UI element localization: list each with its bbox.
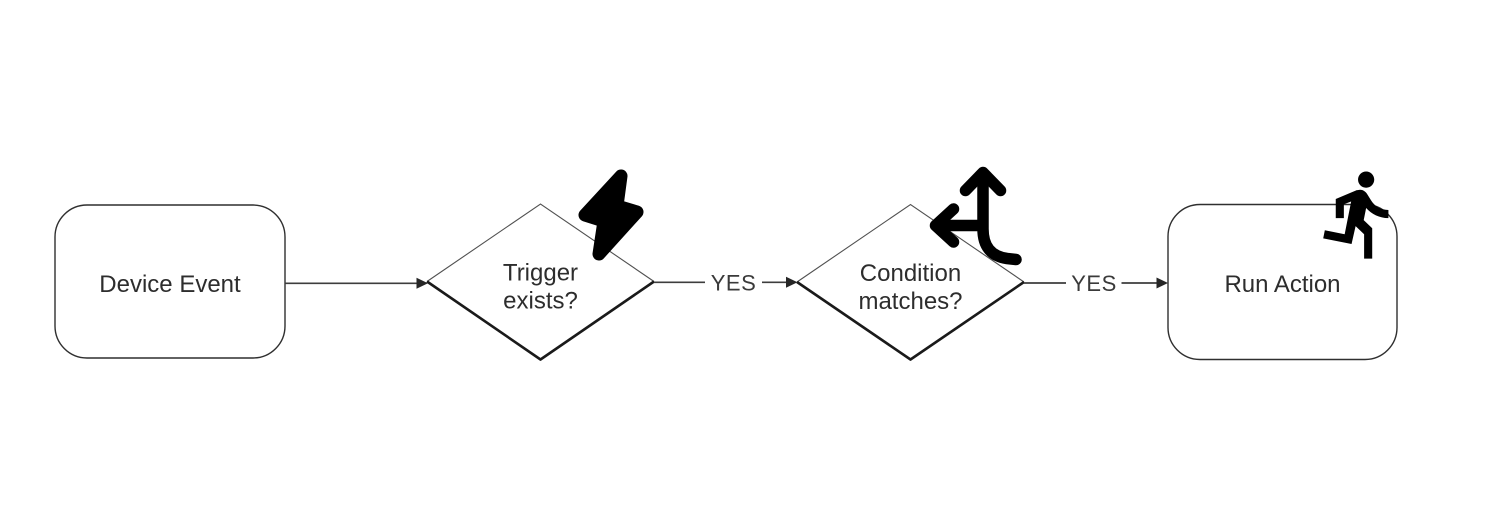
condition-diamond-top-edges bbox=[796, 203, 1025, 283]
edge-condition-to-action: YES bbox=[1024, 271, 1168, 296]
trigger-label-line1: Trigger bbox=[503, 260, 578, 287]
run-action-label: Run Action bbox=[1224, 271, 1340, 298]
trigger-diamond-top-edges bbox=[426, 203, 655, 282]
directions-fork-icon bbox=[929, 166, 1022, 266]
edge-trigger-to-condition: YES bbox=[654, 271, 798, 296]
condition-diamond-bottom-edges bbox=[796, 280, 1025, 361]
trigger-label-line2: exists? bbox=[503, 288, 578, 315]
arrowhead-icon bbox=[786, 276, 798, 288]
arrowhead-icon bbox=[416, 277, 428, 289]
edge-device-to-trigger bbox=[285, 277, 428, 289]
lightning-bolt-icon bbox=[578, 169, 644, 261]
node-run-action: Run Action bbox=[1167, 171, 1398, 361]
running-person-icon bbox=[1323, 171, 1389, 259]
arrowhead-icon bbox=[1156, 277, 1168, 289]
condition-label-line1: Condition bbox=[860, 260, 961, 287]
device-event-label: Device Event bbox=[99, 271, 241, 298]
node-condition-matches-diamond: Condition matches? bbox=[796, 166, 1025, 361]
condition-label-line2: matches? bbox=[858, 288, 962, 315]
node-device-event: Device Event bbox=[54, 204, 286, 359]
edge-label-yes-1: YES bbox=[711, 271, 757, 296]
edge-label-yes-2: YES bbox=[1071, 271, 1117, 296]
device-event-box bbox=[54, 204, 286, 359]
node-trigger-exists-diamond: Trigger exists? bbox=[426, 169, 655, 361]
trigger-diamond-bottom-edges bbox=[426, 280, 655, 361]
run-action-box bbox=[1167, 203, 1398, 361]
